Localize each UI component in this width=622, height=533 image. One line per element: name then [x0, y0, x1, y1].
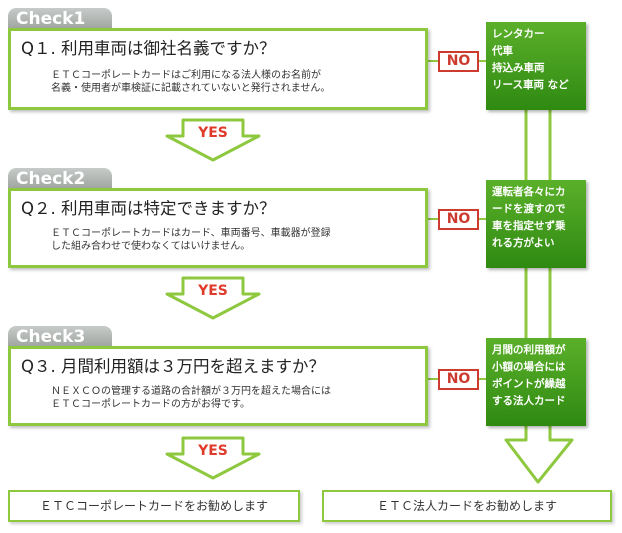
connector-line-6 [479, 378, 487, 380]
no-result-2-line-3: 車を指定せず乗 [492, 220, 566, 232]
yes-arrow-2: YES [165, 276, 261, 320]
no-result-1-line-2: 代車 [492, 45, 513, 57]
no-result-box-2: 運転者各々にカ ードを渡すので 車を指定せず乗 れる方がよい [486, 180, 586, 268]
question3-title: Q３. 月間利用額は３万円を超えますか？ [21, 357, 325, 376]
yes-label-3: YES [198, 443, 228, 459]
yes-label-2: YES [198, 283, 228, 299]
no-result-3-line-1: 月間の利用額が [492, 344, 566, 356]
no-result-1-line-1: レンタカー [492, 28, 545, 40]
connector-line-3 [428, 378, 440, 380]
no-result-1-line-3: 持込み車両 [492, 62, 545, 74]
yes-arrow-1: YES [165, 118, 261, 162]
check1-tab: Check1 [8, 8, 112, 30]
no-result-1-line-4: リース車両 など [492, 79, 569, 91]
no-result-box-3: 月間の利用額が 小額の場合には ポイントが繰越 する法人カード [486, 338, 586, 426]
connector-line-2 [428, 218, 440, 220]
right-flow-arrow [504, 100, 574, 484]
question3-desc: ＮＥＸＣＯの管理する道路の合計額が３万円を超えた場合には ＥＴＣコーポレートカー… [51, 386, 331, 410]
result-corporate-card: ＥＴＣコーポレートカードをお勧めします [8, 490, 300, 522]
question1-desc: ＥＴＣコーポレートカードはご利用になる法人様のお名前が 名義・使用者が車検証に記… [51, 70, 331, 94]
no-result-box-1: レンタカー 代車 持込み車両 リース車両 など [486, 22, 586, 110]
question1-box: Q１. 利用車両は御社名義ですか？ ＥＴＣコーポレートカードはご利用になる法人様… [8, 28, 428, 110]
result-houjin-card: ＥＴＣ法人カードをお勧めします [322, 490, 612, 522]
no-result-3-line-4: する法人カード [492, 395, 566, 407]
no-result-2-line-2: ードを渡すので [492, 203, 566, 215]
connector-line-1 [428, 60, 440, 62]
no-result-3-line-3: ポイントが繰越 [492, 378, 566, 390]
no-badge-3: NO [438, 369, 479, 390]
yes-label-1: YES [198, 125, 228, 141]
question2-box: Q２. 利用車両は特定できますか？ ＥＴＣコーポレートカードはカード、車両番号、… [8, 188, 428, 268]
no-result-2-line-4: れる方がよい [492, 237, 555, 249]
no-badge-2: NO [438, 209, 479, 230]
check3-tab: Check3 [8, 326, 112, 348]
connector-line-5 [479, 218, 487, 220]
question2-title: Q２. 利用車両は特定できますか？ [21, 199, 276, 218]
question3-box: Q３. 月間利用額は３万円を超えますか？ ＮＥＸＣＯの管理する道路の合計額が３万… [8, 346, 428, 426]
connector-line-4 [479, 60, 487, 62]
no-result-2-line-1: 運転者各々にカ [492, 186, 566, 198]
no-badge-1: NO [438, 51, 479, 72]
no-result-3-line-2: 小額の場合には [492, 361, 566, 373]
question2-desc: ＥＴＣコーポレートカードはカード、車両番号、車載器が登録 した組み合わせで使わな… [51, 228, 331, 252]
check2-tab: Check2 [8, 168, 112, 190]
yes-arrow-3: YES [165, 436, 261, 480]
question1-title: Q１. 利用車両は御社名義ですか？ [21, 39, 276, 58]
